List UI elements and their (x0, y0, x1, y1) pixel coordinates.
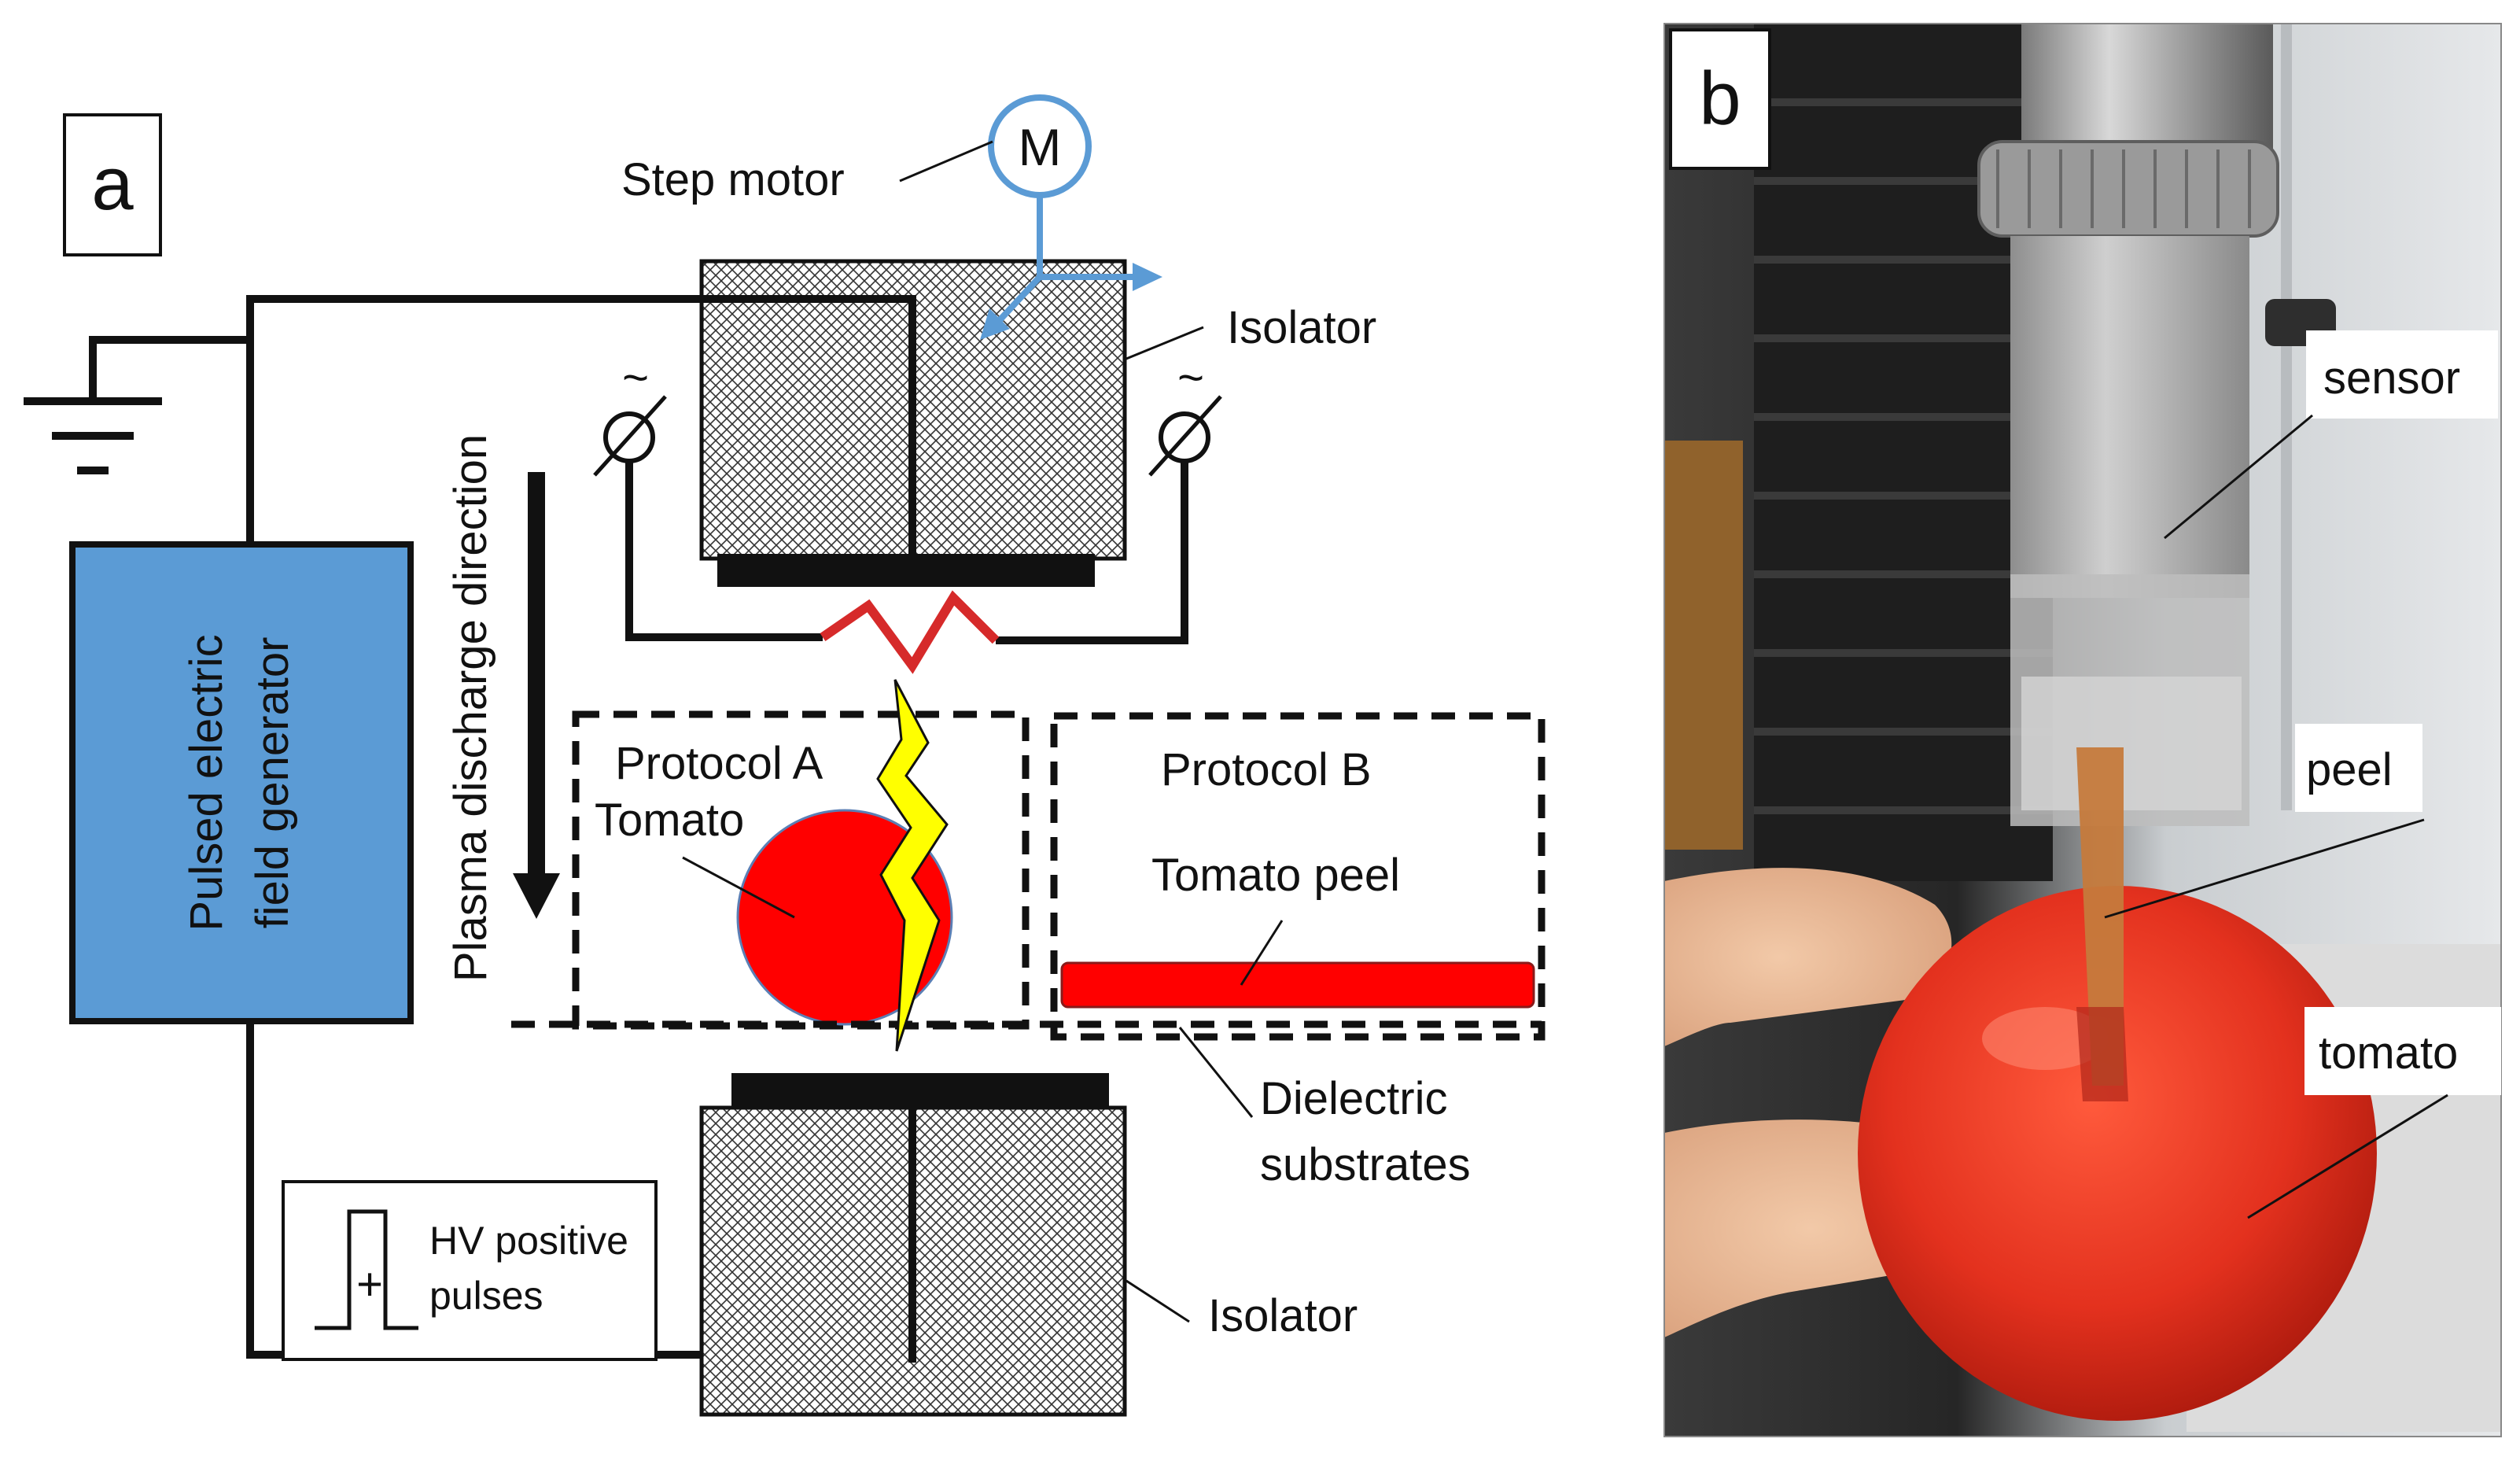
protocol-a-box (572, 710, 1030, 1030)
sensor-label-box (2306, 330, 2498, 419)
tomato-label-box (2304, 1007, 2501, 1095)
tomato-peel-strip (1060, 961, 1535, 1009)
panel-a: a Pulsed electric field generator M (24, 94, 1546, 1417)
lightning-bolt-icon (876, 679, 949, 1052)
dielectric-label-line2: substrates (1260, 1139, 1471, 1190)
protocol-b-title: Protocol B (1161, 744, 1372, 795)
step-motor-label: Step motor (621, 154, 845, 205)
ac-source-left-icon: ~ (593, 352, 667, 477)
protocol-a-title: Protocol A (615, 738, 823, 789)
plasma-direction-arrow (513, 472, 560, 919)
experiment-photo (1664, 24, 2501, 1437)
peel-label: peel (2306, 744, 2393, 795)
electrode-top (717, 554, 1095, 587)
motor-symbol: M (1019, 118, 1062, 176)
svg-text:~: ~ (1177, 352, 1204, 404)
pulse-waveform-icon (315, 1209, 418, 1330)
peel-label-box (2295, 724, 2422, 812)
generator-label-line1: Pulsed electric (181, 634, 232, 931)
tomato-label: tomato (2319, 1027, 2458, 1079)
pulse-label-line1: HV positive (429, 1219, 628, 1263)
ground-icon (24, 336, 250, 474)
sensor-label: sensor (2323, 352, 2460, 404)
plasma-direction-label: Plasma discharge direction (445, 434, 496, 982)
panel-a-tag: a (91, 142, 134, 226)
pulse-sign: + (356, 1259, 383, 1310)
motor-axes-icon (980, 195, 1162, 340)
panel-b-tag-box (1669, 28, 1771, 170)
protocol-a-item: Tomato (595, 795, 744, 846)
svg-text:~: ~ (622, 352, 649, 404)
panel-b-tag: b (1699, 57, 1741, 141)
protocol-b-item: Tomato peel (1151, 850, 1400, 901)
protocol-b-box (1050, 712, 1546, 1041)
pulsed-field-generator (69, 541, 414, 1024)
dielectric-label-line1: Dielectric (1260, 1073, 1448, 1124)
electrode-bottom (731, 1073, 1109, 1106)
generator-label-line2: field generator (247, 637, 298, 929)
ac-source-right-icon: ~ (1148, 352, 1222, 477)
pulse-legend-box (282, 1180, 658, 1361)
pulse-label-line2: pulses (429, 1274, 543, 1318)
panel-b: b sensor peel tomato (1663, 23, 2502, 1437)
plasma-spark (820, 590, 1000, 674)
panel-a-tag-box (63, 113, 162, 256)
isolator-bottom-label: Isolator (1208, 1290, 1358, 1341)
isolator-top-label: Isolator (1227, 302, 1376, 353)
